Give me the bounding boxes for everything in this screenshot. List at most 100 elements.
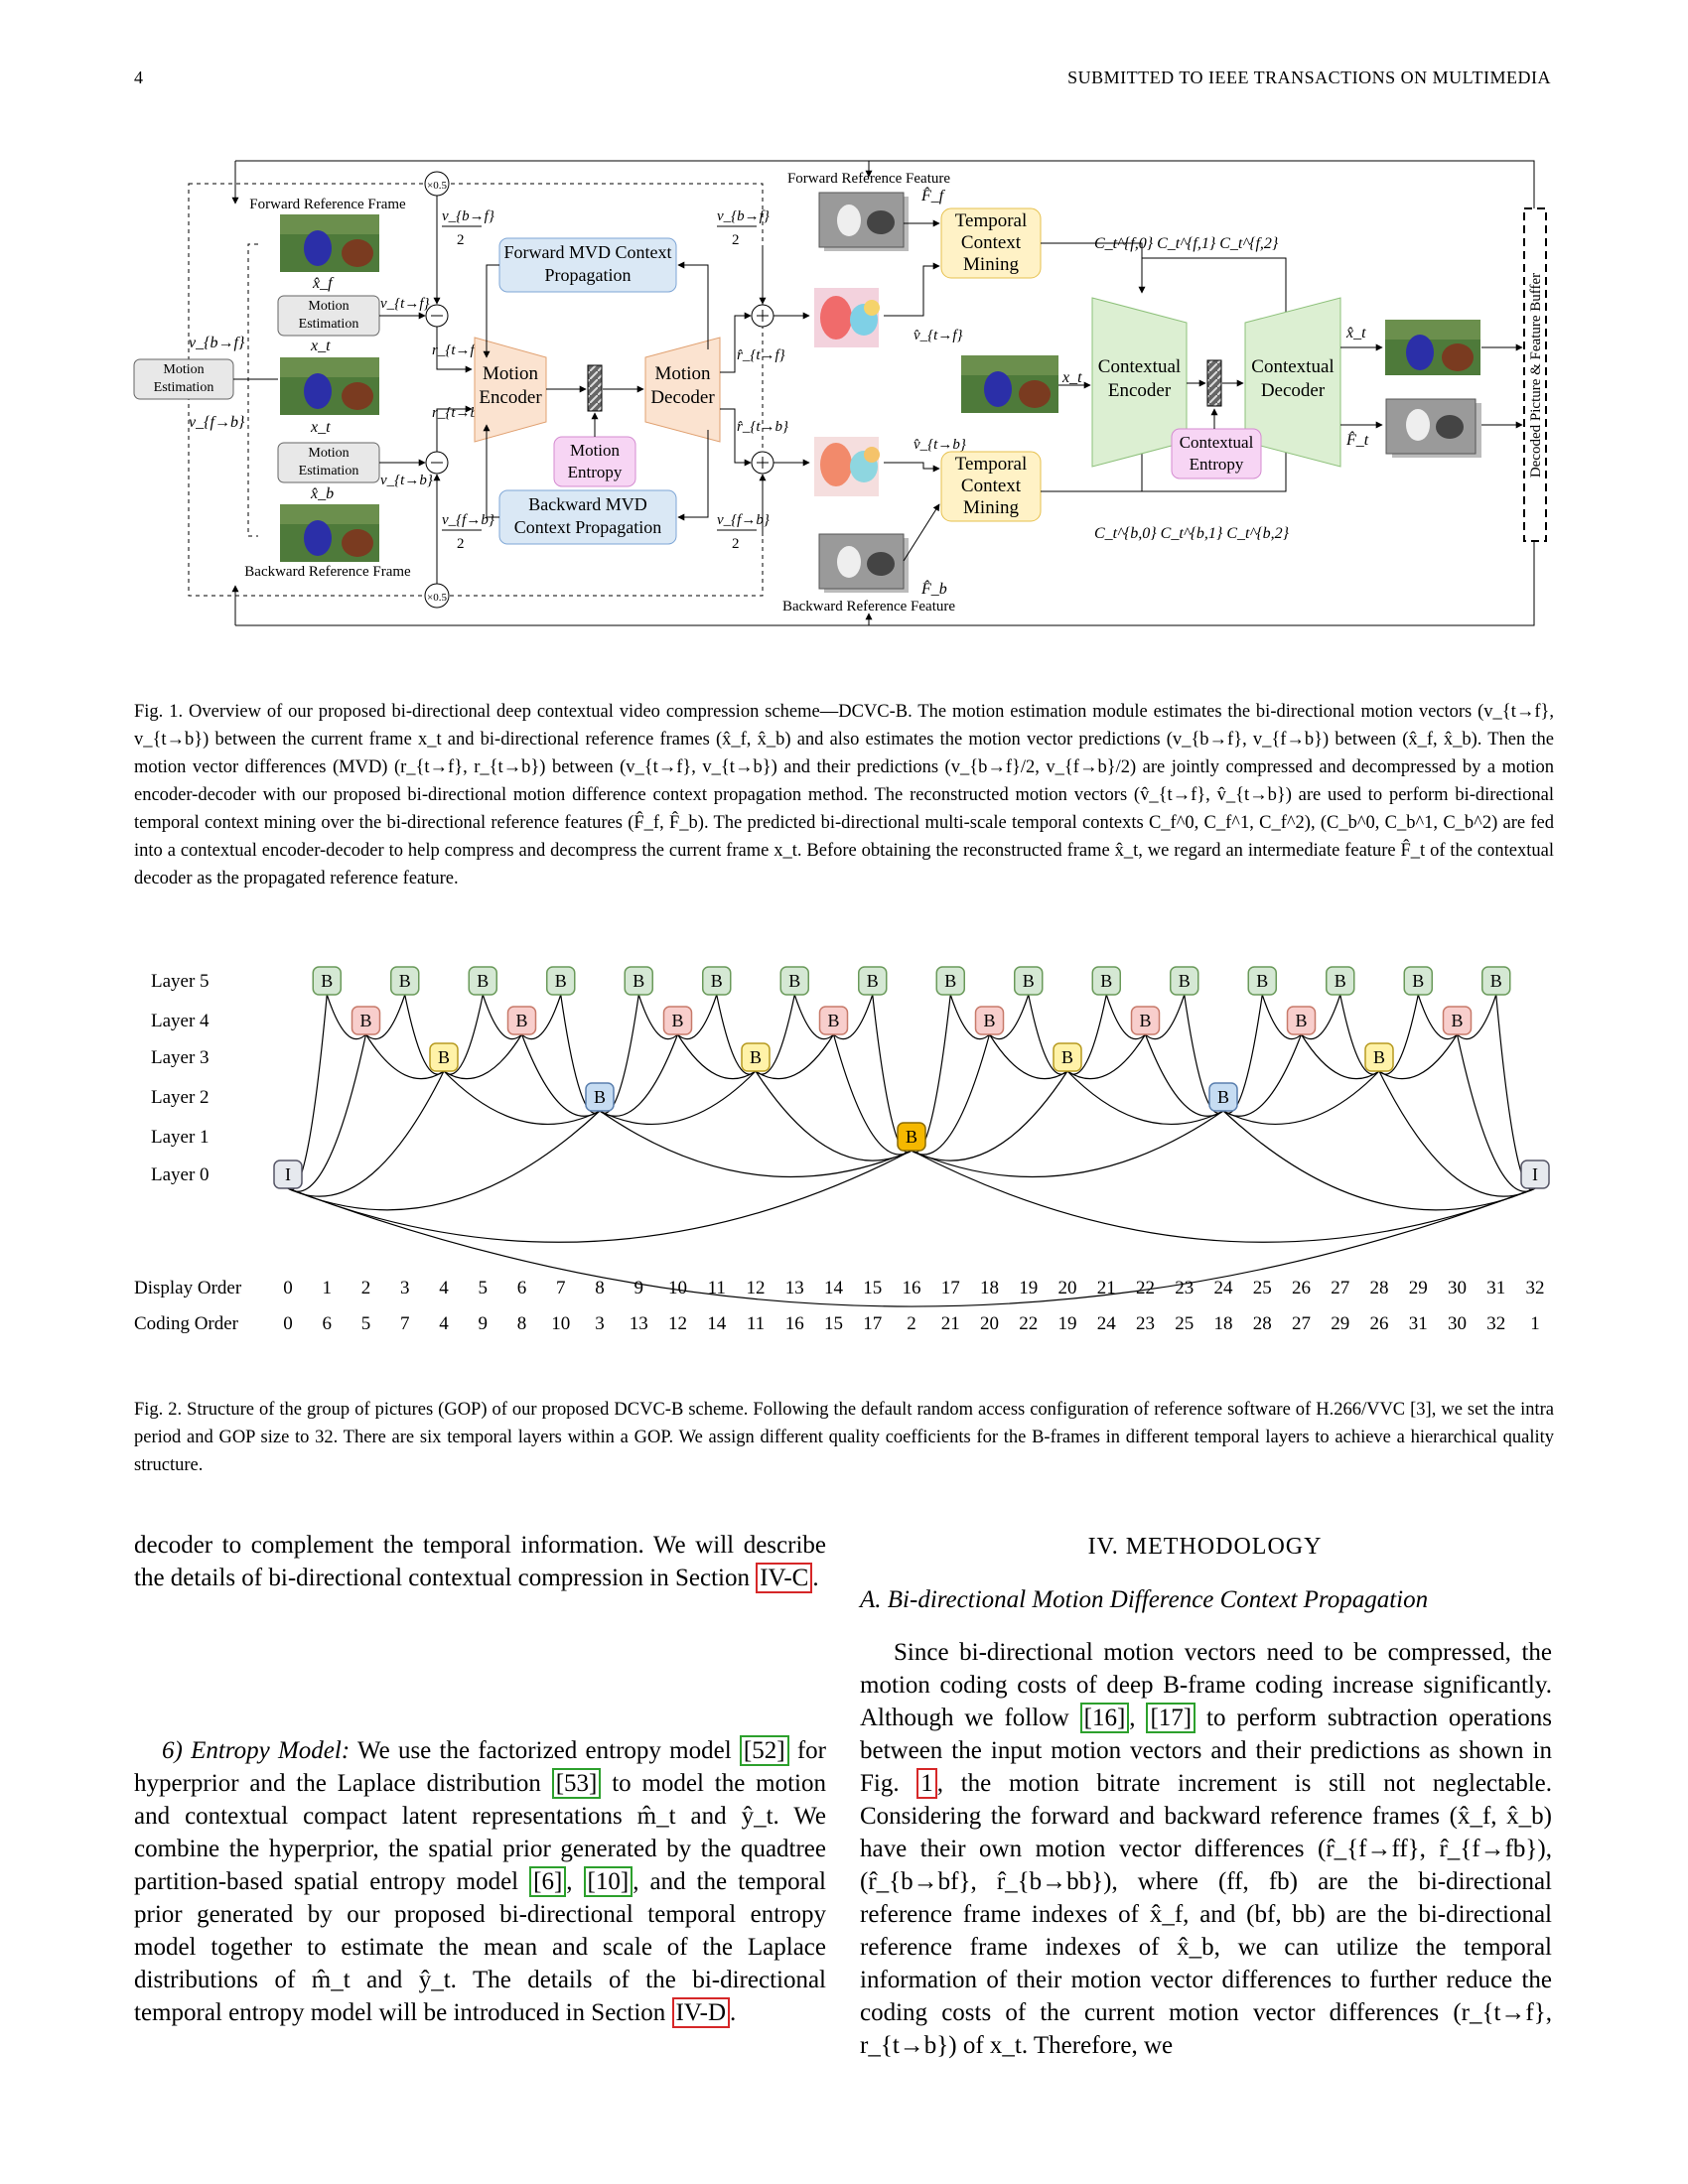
- display-order-value: 11: [708, 1278, 726, 1298]
- b-frame-node: B: [624, 966, 653, 996]
- svg-text:I: I: [285, 1164, 291, 1184]
- reference-arc: [1457, 994, 1497, 1040]
- display-order-value: 17: [941, 1278, 960, 1298]
- b-frame-node: B: [546, 966, 576, 996]
- sym-vfb-half-b: v_{f→b}: [717, 512, 770, 528]
- display-order-value: 22: [1136, 1278, 1155, 1298]
- display-order-label: Display Order: [134, 1278, 242, 1298]
- b-frame-node: B: [779, 966, 809, 996]
- svg-text:B: B: [515, 1011, 527, 1030]
- reference-arc: [443, 1070, 601, 1125]
- tcm-backward: Temporal Context Mining: [940, 451, 1042, 522]
- reference-arc: [287, 1187, 1536, 1307]
- sym-rtf: r_{t→f}: [432, 342, 481, 358]
- svg-text:B: B: [1335, 971, 1346, 991]
- svg-text:B: B: [906, 1127, 917, 1147]
- reference-arc: [1261, 994, 1302, 1040]
- svg-text:B: B: [827, 1011, 839, 1030]
- ref-link-6[interactable]: [6]: [529, 1866, 567, 1897]
- figure-1-diagram: ×0.5 ×0.5 Forward Reference Frame Backwa…: [133, 160, 1547, 626]
- b-frame-node: B: [935, 966, 965, 996]
- svg-text:B: B: [671, 1011, 683, 1030]
- reference-arc: [1495, 994, 1536, 1191]
- svg-text:I: I: [1532, 1164, 1538, 1184]
- sym-xhf: x̂_f: [312, 275, 335, 292]
- forward-mvd-context-propagation: Forward MVD Context Propagation: [498, 237, 677, 293]
- sym-vbf-left: v_{b→f}: [189, 335, 245, 351]
- motion-estimation-forward: Motion Estimation: [277, 295, 380, 337]
- coding-order-value: 10: [551, 1313, 570, 1334]
- sym-Ft: F̂_t: [1345, 430, 1369, 449]
- ref-link-10[interactable]: [10]: [583, 1866, 633, 1897]
- display-order-value: 30: [1448, 1278, 1467, 1298]
- coding-order-value: 27: [1292, 1313, 1311, 1334]
- reference-arc: [1378, 1070, 1536, 1197]
- b-frame-node: B: [1208, 1082, 1238, 1112]
- display-order-value: 3: [400, 1278, 410, 1298]
- reference-arc: [1066, 994, 1107, 1075]
- contextual-entropy: Contextual Entropy: [1171, 428, 1262, 479]
- display-order-value: 4: [439, 1278, 449, 1298]
- coding-order-value: 2: [907, 1313, 916, 1334]
- ref-link-IV-C[interactable]: IV-C: [756, 1563, 813, 1593]
- coding-order-value: 19: [1058, 1313, 1077, 1334]
- b-frame-node: B: [741, 1042, 771, 1072]
- journal-header: SUBMITTED TO IEEE TRANSACTIONS ON MULTIM…: [1067, 68, 1551, 87]
- coding-order-value: 0: [283, 1313, 293, 1334]
- b-frame-node: B: [1170, 966, 1199, 996]
- display-order-value: 28: [1370, 1278, 1389, 1298]
- sym-Ff: F̂_f: [920, 186, 946, 205]
- reference-arc: [599, 1110, 913, 1178]
- coding-order-value: 7: [400, 1313, 410, 1334]
- svg-text:B: B: [1217, 1087, 1229, 1107]
- contextual-decoder: Contextual Decoder: [1251, 356, 1335, 401]
- b-frame-node: B: [429, 1042, 459, 1072]
- sym-vtf: v_{t→f}: [380, 296, 430, 312]
- coding-order-value: 15: [824, 1313, 843, 1334]
- reference-arc: [911, 994, 951, 1154]
- layer-label: Layer 4: [151, 1011, 210, 1031]
- coding-order-value: 24: [1097, 1313, 1117, 1334]
- sym-xt-b: x_t: [310, 419, 331, 436]
- coding-order-value: 6: [323, 1313, 333, 1334]
- ref-link-53[interactable]: [53]: [551, 1768, 602, 1799]
- section-title: IV. METHODOLOGY: [1087, 1534, 1323, 1560]
- display-order-value: 5: [479, 1278, 489, 1298]
- ref-link-16[interactable]: [16]: [1079, 1703, 1130, 1733]
- coding-order-value: 26: [1370, 1313, 1389, 1334]
- display-order-value: 14: [824, 1278, 844, 1298]
- reference-arc: [949, 994, 990, 1040]
- ref-link-fig1[interactable]: 1: [916, 1768, 937, 1799]
- reference-arc: [287, 994, 328, 1191]
- ref-link-52[interactable]: [52]: [739, 1735, 789, 1766]
- sym-rhtf: r̂_{t→f}: [737, 347, 785, 363]
- forward-flow-image: [814, 288, 880, 347]
- display-order-value: 7: [556, 1278, 566, 1298]
- coding-order-value: 17: [863, 1313, 882, 1334]
- reference-arc: [326, 994, 366, 1040]
- reference-arc: [1339, 994, 1380, 1075]
- display-order-value: 19: [1019, 1278, 1038, 1298]
- layer-label: Layer 3: [151, 1047, 210, 1068]
- propagated-feature-image: [1385, 398, 1481, 458]
- reconstructed-frame-image: [1385, 320, 1480, 375]
- svg-text:B: B: [555, 971, 567, 991]
- motion-latent-icon: [587, 364, 603, 412]
- sym-rhtb: r̂_{t→b}: [737, 419, 788, 435]
- b-frame-node: B: [818, 1006, 849, 1035]
- ref-link-17[interactable]: [17]: [1146, 1703, 1196, 1733]
- sym-vhtf: v̂_{t→f}: [914, 328, 963, 343]
- b-frame-node: B: [585, 1082, 615, 1112]
- motion-encoder: Motion Encoder: [479, 363, 542, 408]
- coding-order-value: 23: [1136, 1313, 1155, 1334]
- motion-decoder: Motion Decoder: [650, 363, 715, 408]
- layer-label: Layer 1: [151, 1127, 210, 1148]
- page-number: 4: [134, 68, 144, 87]
- b-frame-node: B: [858, 966, 888, 996]
- ref-link-IV-D[interactable]: IV-D: [671, 1997, 731, 2028]
- reference-arc: [482, 994, 522, 1040]
- svg-text:B: B: [321, 971, 333, 991]
- reference-arc: [872, 994, 913, 1154]
- display-order-value: 29: [1409, 1278, 1428, 1298]
- layer-label: Layer 0: [151, 1164, 210, 1185]
